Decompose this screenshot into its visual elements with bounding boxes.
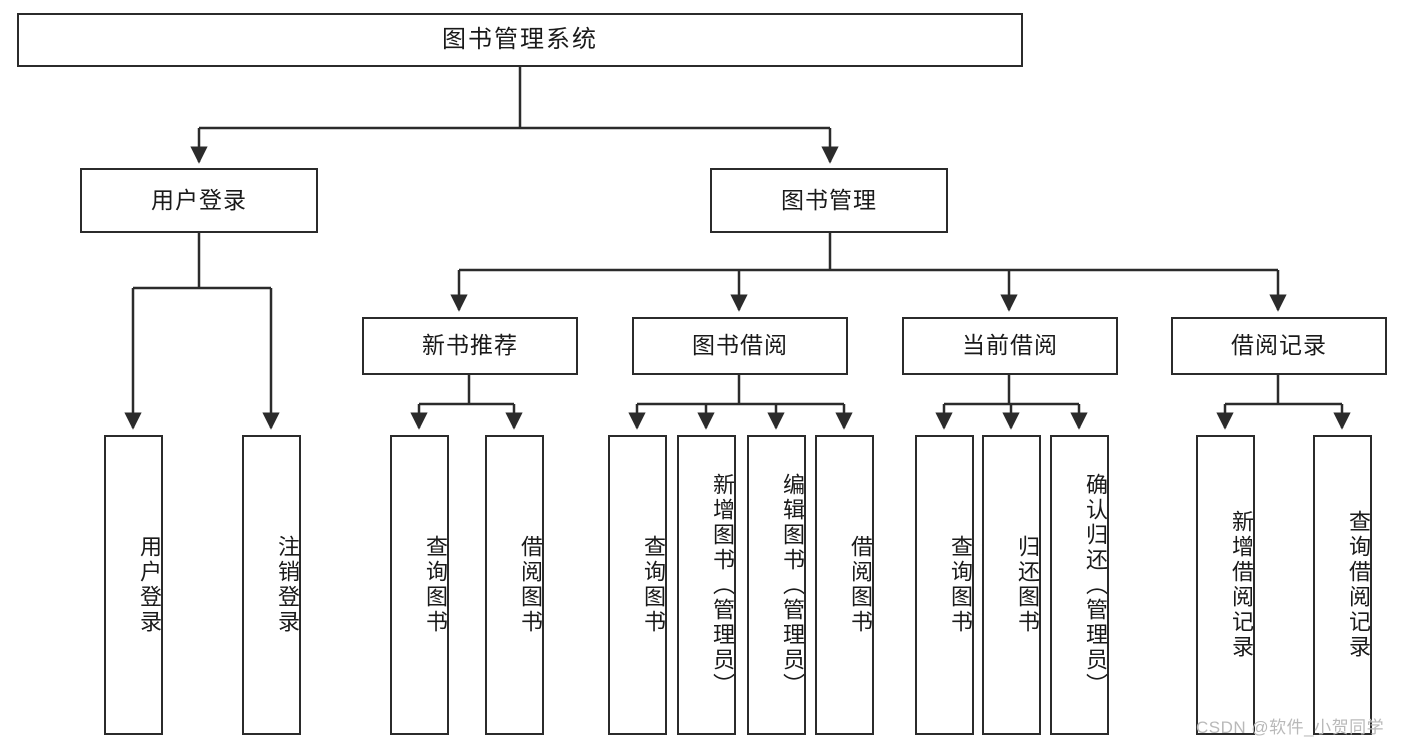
node-root-book-management-system[interactable]: 图书管理系统	[17, 13, 1023, 67]
node-leaf-add-borrow-record[interactable]: 新增借阅记录	[1196, 435, 1255, 735]
node-leaf-user-login[interactable]: 用户登录	[104, 435, 163, 735]
node-book-borrowing[interactable]: 图书借阅	[632, 317, 848, 375]
node-leaf-query-book-1[interactable]: 查询图书	[390, 435, 449, 735]
node-leaf-add-borrow-record-label: 新增借阅记录	[1229, 510, 1254, 660]
node-leaf-confirm-return-label: 确认归还（管理员）	[1083, 472, 1108, 698]
node-leaf-query-book-2[interactable]: 查询图书	[608, 435, 667, 735]
node-leaf-add-book[interactable]: 新增图书（管理员）	[677, 435, 736, 735]
node-borrowing-record-label: 借阅记录	[1231, 332, 1327, 359]
node-leaf-query-borrow-record-label: 查询借阅记录	[1346, 510, 1371, 660]
node-new-book-recommendation[interactable]: 新书推荐	[362, 317, 578, 375]
node-leaf-return-book-label: 归还图书	[1015, 535, 1040, 635]
node-user-login-label: 用户登录	[151, 186, 247, 213]
node-borrowing-record[interactable]: 借阅记录	[1171, 317, 1387, 375]
node-leaf-borrow-book-1[interactable]: 借阅图书	[485, 435, 544, 735]
node-leaf-borrow-book-2-label: 借阅图书	[848, 535, 873, 635]
node-leaf-borrow-book-2[interactable]: 借阅图书	[815, 435, 874, 735]
node-leaf-logout[interactable]: 注销登录	[242, 435, 301, 735]
node-book-borrowing-label: 图书借阅	[692, 332, 788, 359]
csdn-watermark: CSDN @软件_小贺同学	[1196, 718, 1385, 737]
node-leaf-add-book-label: 新增图书（管理员）	[710, 472, 735, 698]
node-leaf-query-borrow-record[interactable]: 查询借阅记录	[1313, 435, 1372, 735]
node-user-login[interactable]: 用户登录	[80, 168, 318, 233]
node-current-borrowing-label: 当前借阅	[962, 332, 1058, 359]
node-book-management-label: 图书管理	[781, 186, 877, 213]
node-leaf-confirm-return[interactable]: 确认归还（管理员）	[1050, 435, 1109, 735]
node-current-borrowing[interactable]: 当前借阅	[902, 317, 1118, 375]
node-leaf-logout-label: 注销登录	[275, 535, 300, 635]
node-root-label: 图书管理系统	[442, 25, 598, 53]
node-leaf-edit-book-label: 编辑图书（管理员）	[780, 472, 805, 698]
node-leaf-query-book-1-label: 查询图书	[423, 535, 448, 635]
node-leaf-return-book[interactable]: 归还图书	[982, 435, 1041, 735]
node-leaf-borrow-book-1-label: 借阅图书	[518, 535, 543, 635]
node-leaf-edit-book[interactable]: 编辑图书（管理员）	[747, 435, 806, 735]
node-book-management[interactable]: 图书管理	[710, 168, 948, 233]
node-leaf-query-book-2-label: 查询图书	[641, 535, 666, 635]
node-leaf-query-book-3-label: 查询图书	[948, 535, 973, 635]
node-new-book-recommendation-label: 新书推荐	[422, 332, 518, 359]
node-leaf-user-login-label: 用户登录	[137, 535, 162, 635]
node-leaf-query-book-3[interactable]: 查询图书	[915, 435, 974, 735]
